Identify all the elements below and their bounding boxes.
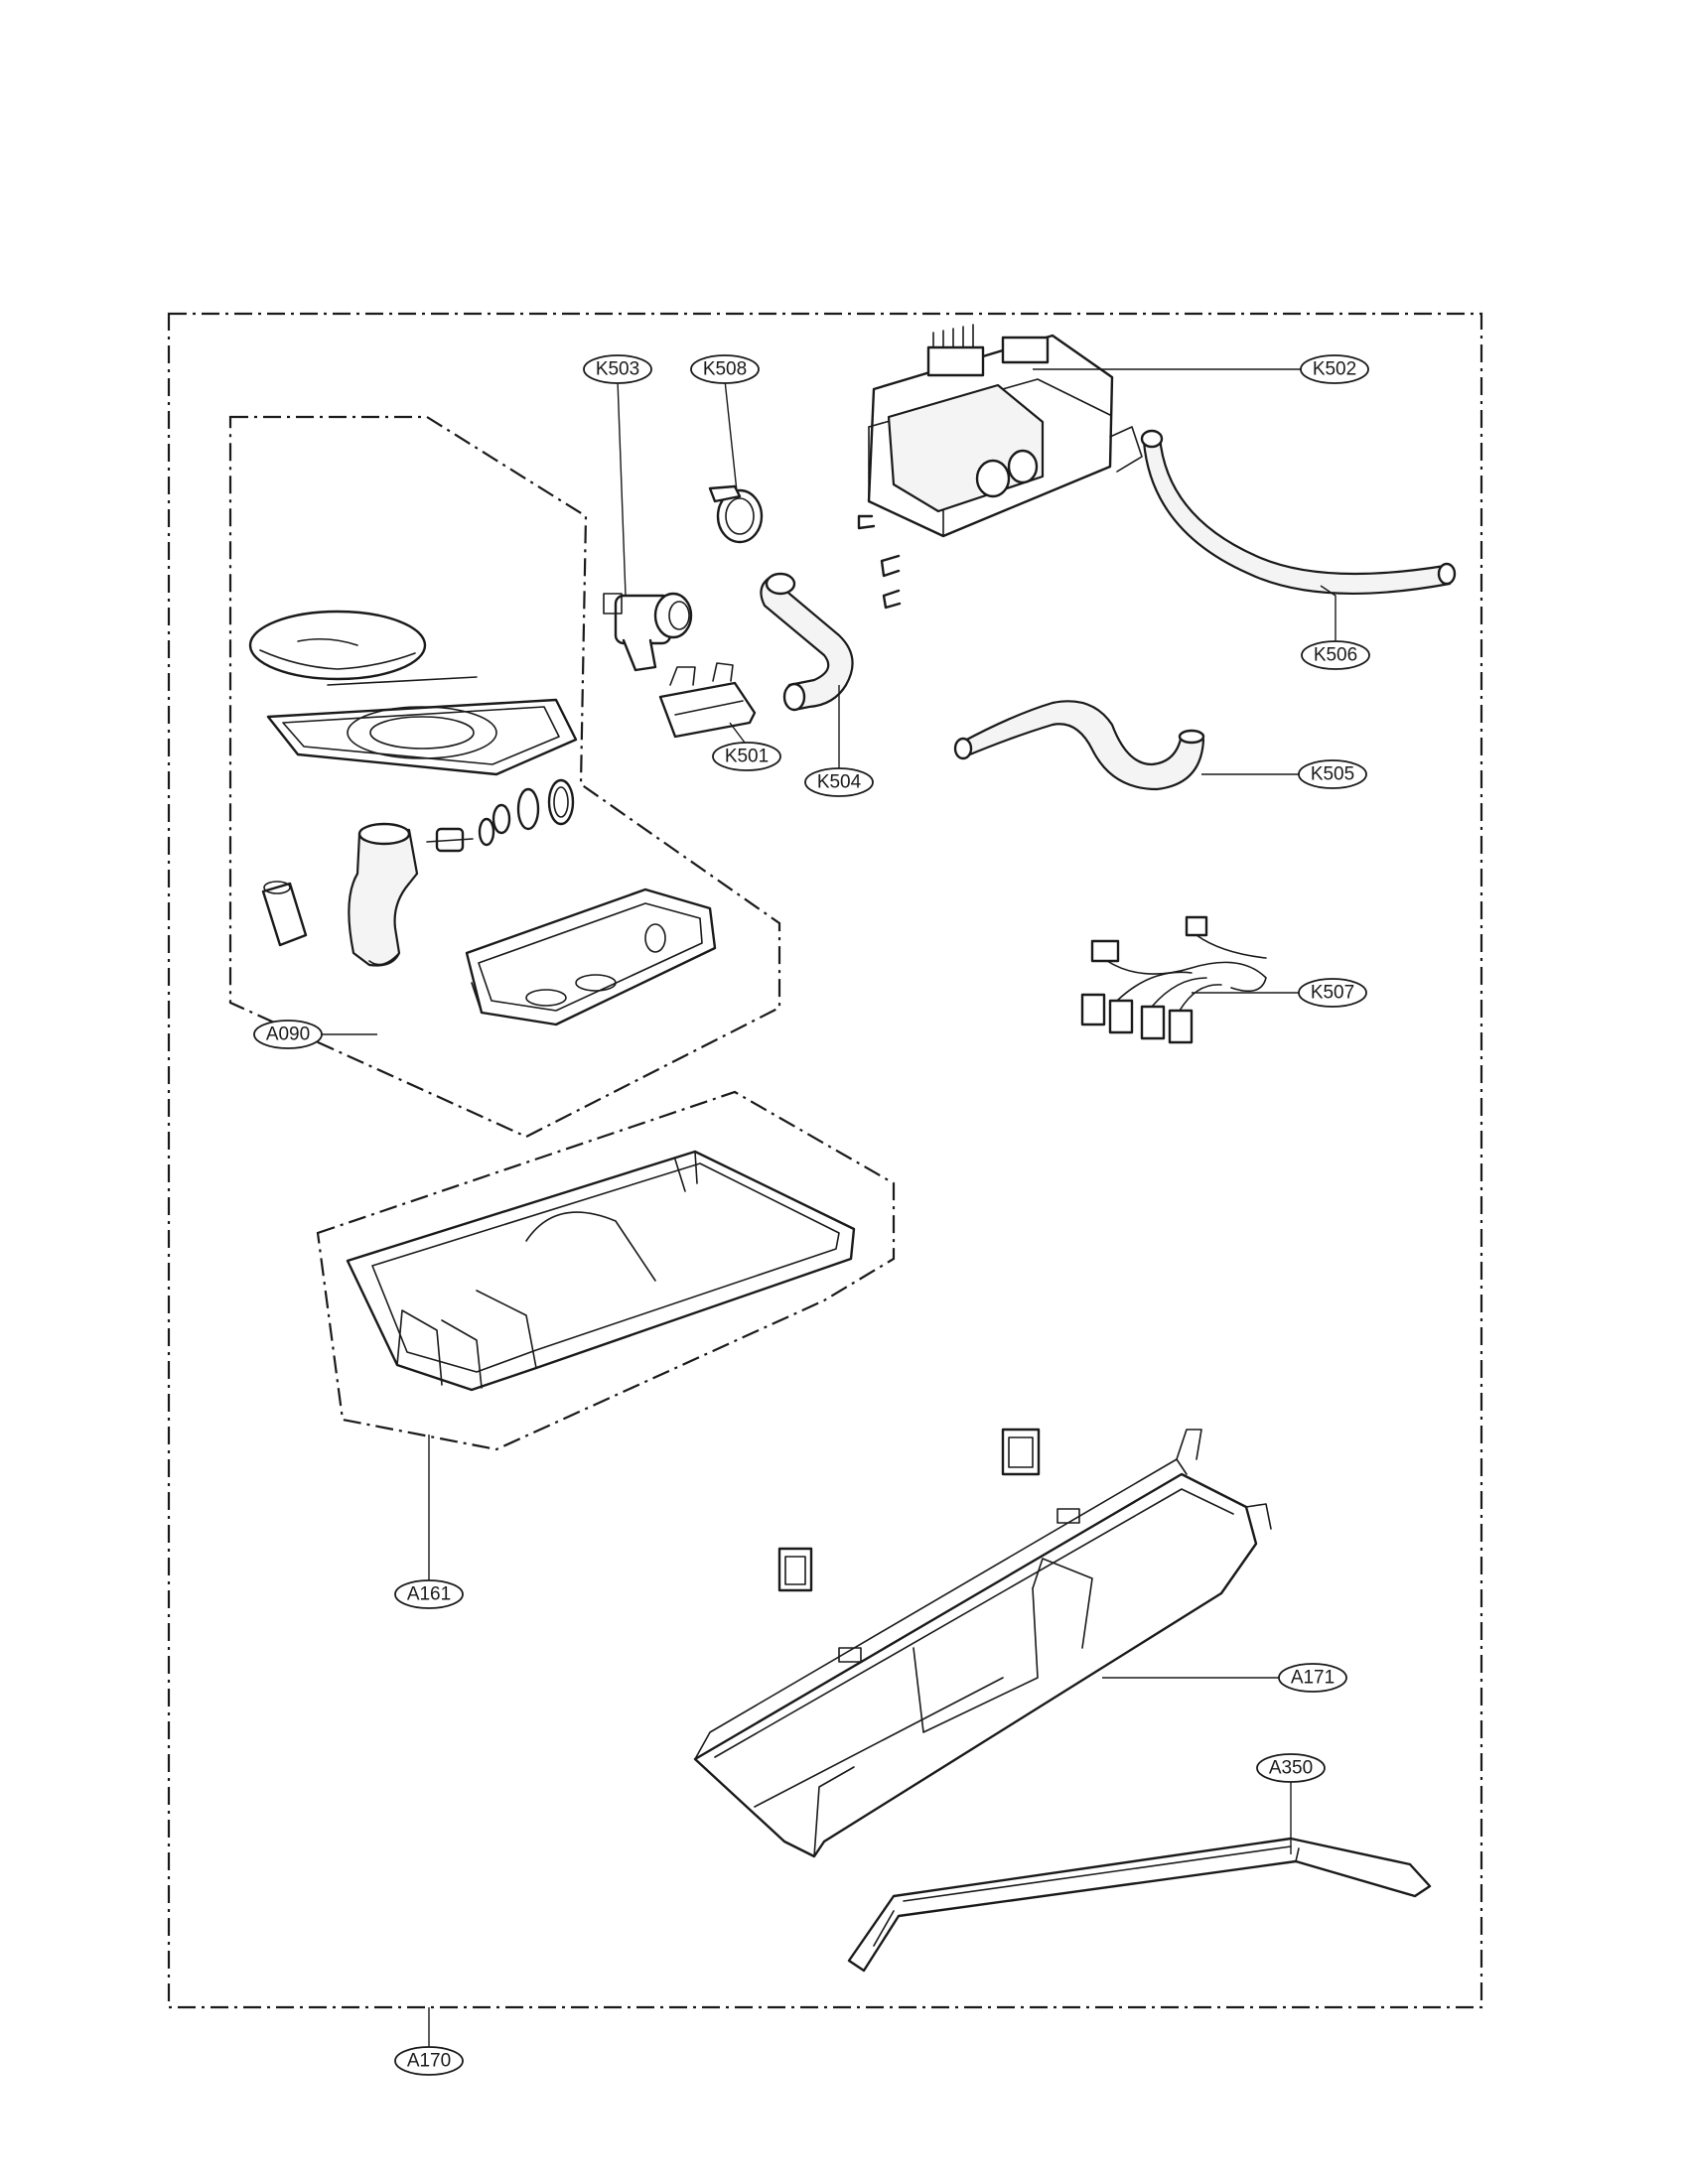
callout-k505-text: K505 xyxy=(1311,764,1354,785)
assembly-boundary-a170 xyxy=(167,312,1483,2009)
seal-rings-part xyxy=(426,778,575,853)
label-card-small-part xyxy=(777,1428,1041,1592)
gasket-ring-part xyxy=(261,881,308,947)
leader-k506 xyxy=(1320,585,1336,643)
callout-k503: K503 xyxy=(583,354,652,384)
group-boundary-a090 xyxy=(228,415,781,1139)
callout-k504: K504 xyxy=(804,767,874,797)
siphon-elbow-part xyxy=(348,822,419,967)
callout-a350-text: A350 xyxy=(1269,1758,1313,1779)
drain-hose-long-part xyxy=(1140,429,1457,596)
callout-k502-text: K502 xyxy=(1313,359,1356,380)
detergent-drawer-part xyxy=(465,887,717,1026)
callout-k501: K501 xyxy=(712,742,781,771)
callout-a171: A171 xyxy=(1278,1663,1347,1693)
callout-k503-text: K503 xyxy=(596,359,639,380)
callout-k507-text: K507 xyxy=(1311,983,1354,1004)
callout-a161: A161 xyxy=(394,1579,464,1609)
leader-k503 xyxy=(617,379,627,597)
callout-a170: A170 xyxy=(394,2046,464,2076)
leader-k501 xyxy=(729,722,746,744)
valve-bracket-part xyxy=(658,662,757,739)
callout-k508-text: K508 xyxy=(703,359,747,380)
dispenser-frame-part xyxy=(693,1429,1272,1858)
dispenser-housing-part xyxy=(346,1150,856,1392)
water-valve-part xyxy=(603,592,693,672)
dispenser-cover-plate-part xyxy=(266,676,578,776)
callout-k506: K506 xyxy=(1301,640,1370,670)
callout-k505: K505 xyxy=(1298,759,1367,789)
dispenser-cap-part xyxy=(248,610,427,681)
drain-hose-curved-part xyxy=(953,700,1205,791)
callout-k508: K508 xyxy=(690,354,760,384)
leader-k508 xyxy=(724,379,738,492)
callout-a170-text: A170 xyxy=(407,2051,451,2072)
callout-a090: A090 xyxy=(253,1020,323,1049)
steam-generator-part xyxy=(857,324,1143,610)
callout-k506-text: K506 xyxy=(1314,645,1357,666)
callout-k502: K502 xyxy=(1300,354,1369,384)
callout-k501-text: K501 xyxy=(725,747,769,767)
hose-clamp-part xyxy=(708,484,764,544)
group-boundary-a161 xyxy=(316,1090,896,1451)
callout-a350: A350 xyxy=(1256,1753,1326,1783)
inlet-hose-short-part xyxy=(760,572,854,712)
callout-a161-text: A161 xyxy=(407,1584,451,1605)
mounting-bracket-part xyxy=(847,1837,1432,1973)
callout-k507: K507 xyxy=(1298,978,1367,1008)
wire-harness-part xyxy=(1080,915,1267,1044)
callout-k504-text: K504 xyxy=(817,772,862,793)
callout-a090-text: A090 xyxy=(266,1024,310,1045)
callout-a171-text: A171 xyxy=(1291,1668,1335,1689)
